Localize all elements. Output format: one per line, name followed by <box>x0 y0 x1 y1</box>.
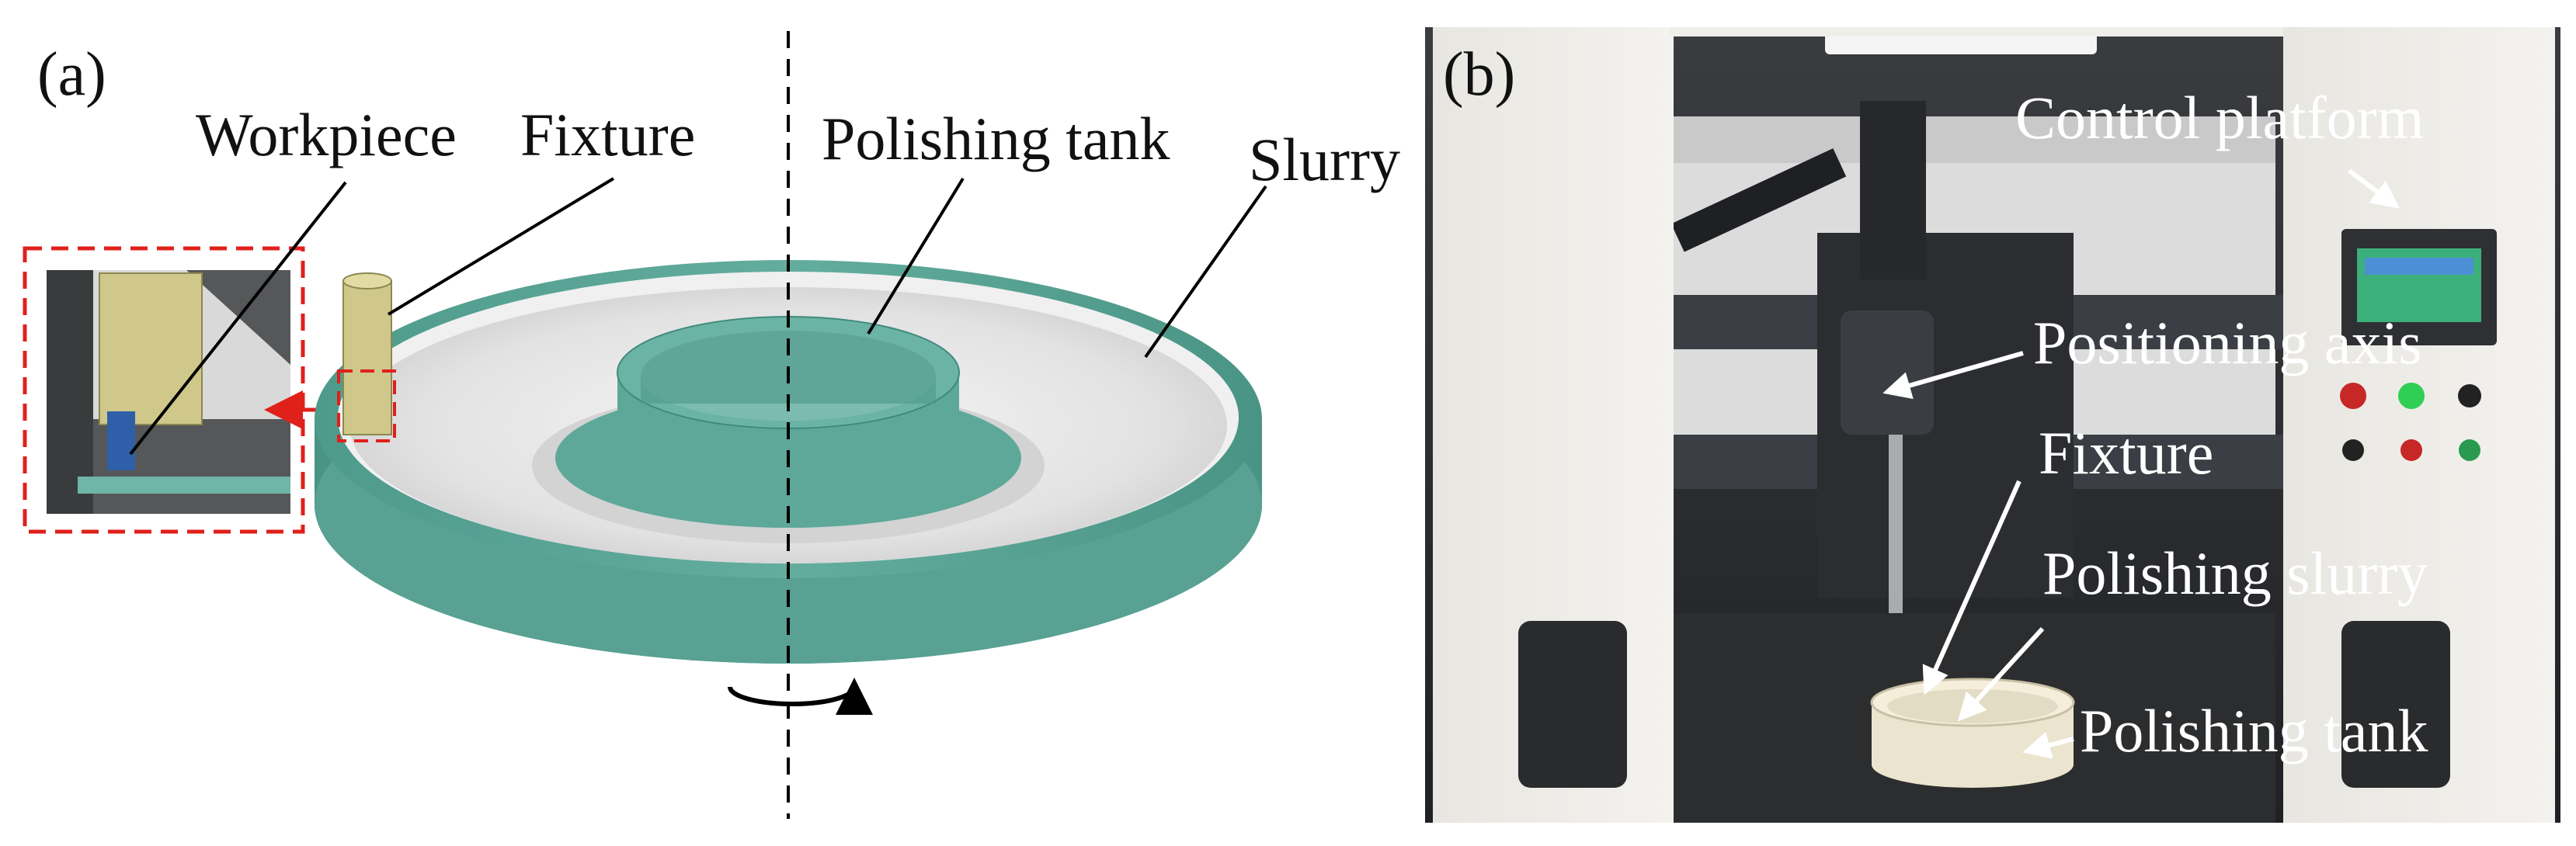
control-platform-arrow <box>2348 168 2400 209</box>
button-red-2 <box>2400 439 2422 461</box>
polishing-tank-model <box>315 260 1262 664</box>
inset-zoom <box>23 246 305 534</box>
fixture-top <box>342 272 392 290</box>
fixture-callout-box <box>337 369 396 442</box>
inset-tank-floor <box>78 477 290 494</box>
inset-fixture <box>99 272 203 425</box>
panel-a-letter: (a) <box>37 40 106 109</box>
gantry-motor <box>1860 101 1926 279</box>
polishing-tank-arrow <box>2022 731 2074 759</box>
label-positioning-axis: Positioning axis <box>2033 309 2422 376</box>
positioning-axis-housing <box>1841 310 1934 435</box>
fixture-leader <box>387 177 615 316</box>
fixture-arrow <box>1922 480 2022 695</box>
rotation-arrow <box>728 678 873 716</box>
panel-a: (a) <box>23 31 1400 819</box>
label-polishing-tank: Polishing tank <box>822 105 1170 172</box>
label-fixture: Fixture <box>520 101 695 168</box>
inset-wall <box>47 270 93 514</box>
control-screen-bar <box>2365 258 2473 275</box>
ceiling-light <box>1825 33 2097 54</box>
frame-top <box>1670 27 2283 36</box>
button-green-2 <box>2459 439 2480 461</box>
cable-chain <box>1670 148 1847 252</box>
panel-b-letter: (b) <box>1443 40 1515 109</box>
panel-b-photo: (b) Control platform Positioning axis Fi… <box>1425 27 2560 823</box>
button-green <box>2398 383 2425 409</box>
fixture-body <box>342 280 392 435</box>
label-control-platform: Control platform <box>2015 84 2424 151</box>
back-wall-top <box>1670 116 2275 163</box>
inset-workpiece <box>107 411 135 470</box>
button-key <box>2458 384 2481 407</box>
button-red <box>2340 383 2366 409</box>
workpiece-leader <box>129 181 347 456</box>
label-workpiece: Workpiece <box>196 101 457 168</box>
label-polishing-tank-photo: Polishing tank <box>2080 697 2428 765</box>
label-fixture-photo: Fixture <box>2039 419 2213 487</box>
fixture-model <box>337 272 396 442</box>
slurry-leader <box>1144 185 1267 359</box>
switch-1 <box>2342 439 2364 461</box>
label-slurry: Slurry <box>1249 126 1400 193</box>
label-polishing-slurry: Polishing slurry <box>2042 539 2428 607</box>
inset-dashed-frame <box>23 246 305 534</box>
frame-left-window <box>1518 621 1627 788</box>
polishing-slurry-arrow <box>1957 626 2045 722</box>
frame-right-window <box>2341 621 2450 788</box>
polishing-tank-leader <box>867 177 965 335</box>
positioning-axis-arrow <box>1882 351 2024 400</box>
